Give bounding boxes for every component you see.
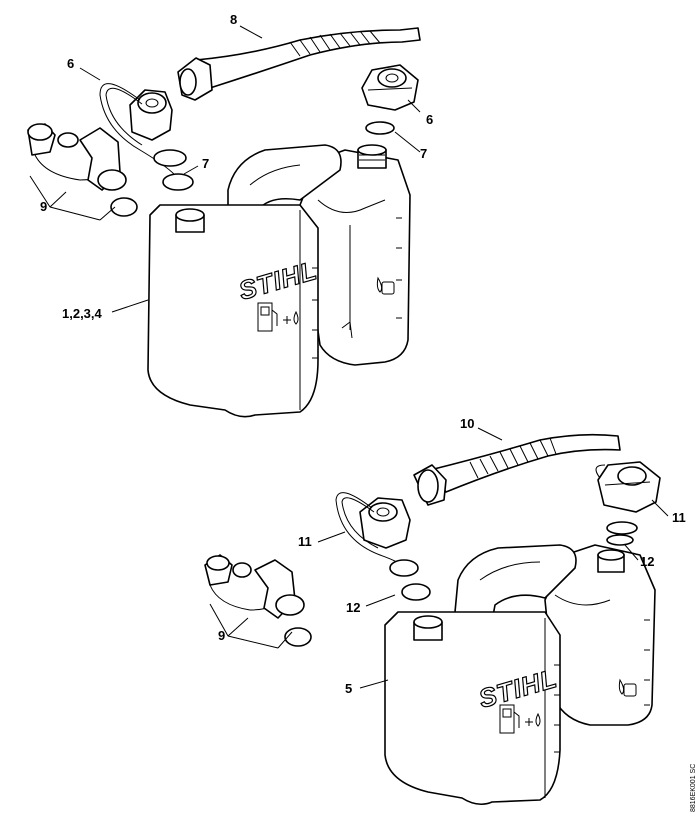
top-orings: [57, 121, 395, 217]
image-code: 8816EK001 SC: [690, 764, 697, 812]
top-hose: [177, 27, 421, 101]
bottom-cap-left: [335, 492, 411, 571]
top-spout: [27, 123, 127, 191]
callout-top-spout: 9: [40, 199, 47, 214]
callout-bottom-ring-right: 12: [640, 554, 654, 569]
bottom-assembly: STIHL: [204, 416, 686, 806]
callout-bottom-cap-right: 11: [672, 510, 686, 525]
callout-top-ring-right: 7: [420, 146, 427, 161]
bottom-orings: [284, 521, 638, 647]
callout-bottom-hose: 10: [460, 416, 474, 431]
bottom-spout: [204, 554, 305, 619]
bottom-hose: [413, 433, 621, 506]
callout-bottom-spout: 9: [218, 628, 225, 643]
callout-bottom-ring-left: 12: [346, 600, 360, 615]
callout-top-can: 1,2,3,4: [62, 306, 103, 321]
top-cap-right: [361, 64, 419, 111]
callout-top-hose: 8: [230, 12, 237, 27]
top-assembly: STIHL: [27, 12, 433, 418]
bottom-canister: STIHL: [384, 544, 656, 806]
callout-bottom-can: 5: [345, 681, 352, 696]
top-cap-left: [99, 83, 176, 176]
callout-top-ring-left: 7: [202, 156, 209, 171]
callout-top-cap-right: 6: [426, 112, 433, 127]
bottom-cap-right: [595, 461, 661, 513]
callout-bottom-cap-left: 11: [298, 534, 312, 549]
top-canister: STIHL: [147, 144, 411, 418]
callout-top-cap-left: 6: [67, 56, 74, 71]
